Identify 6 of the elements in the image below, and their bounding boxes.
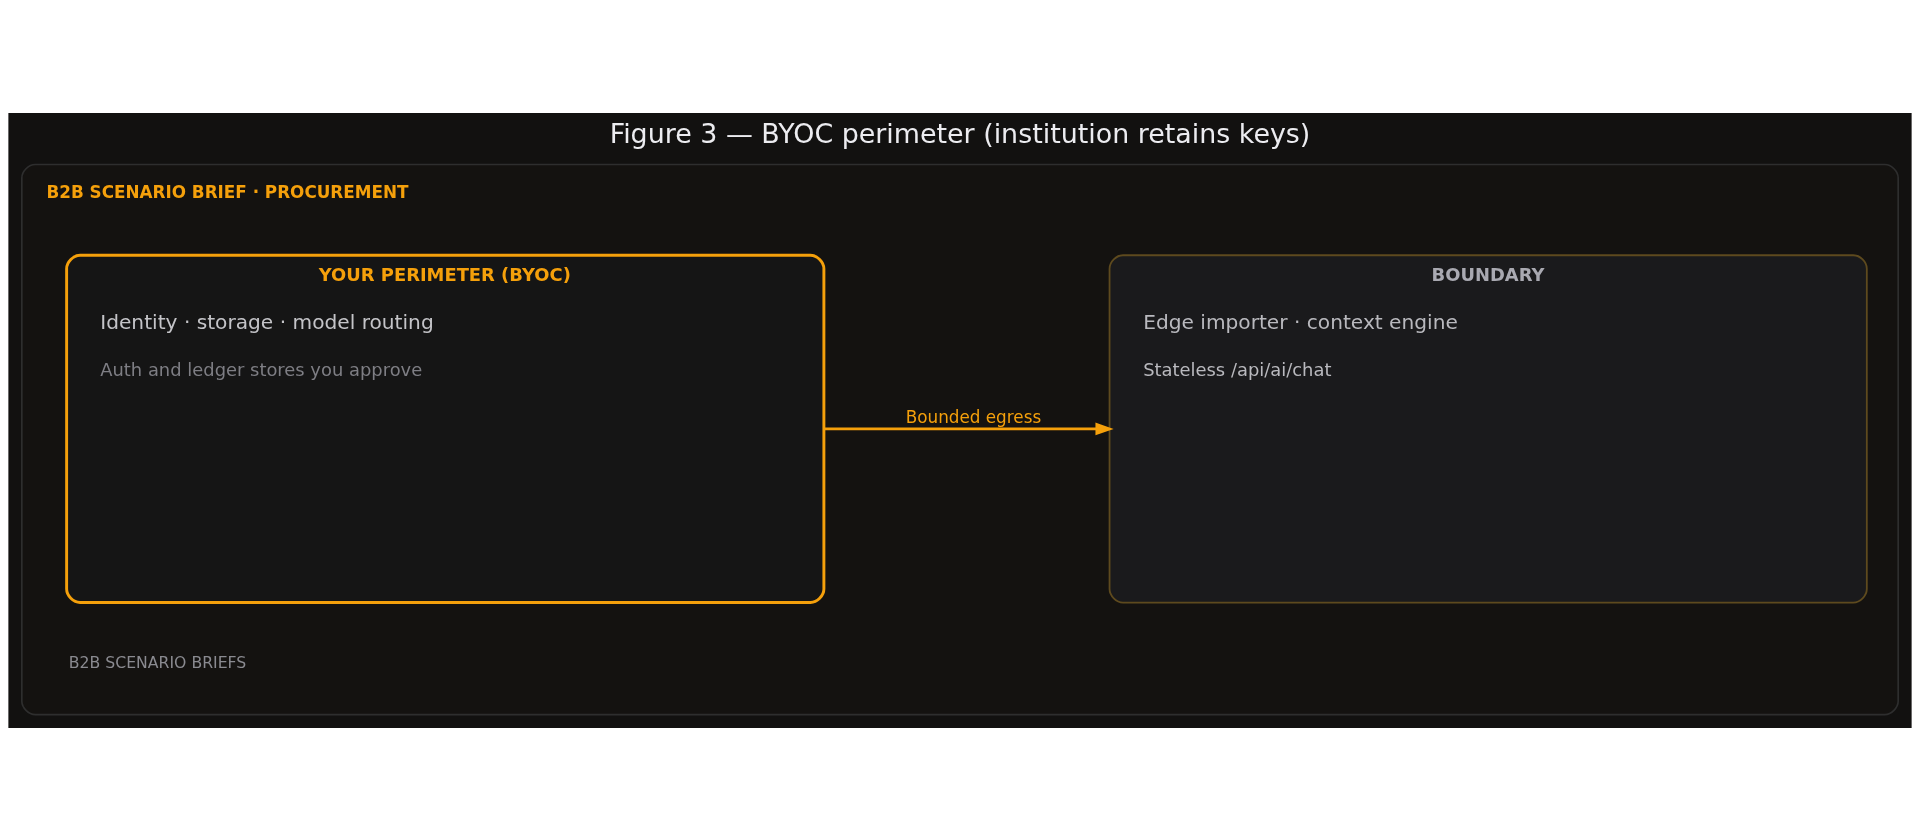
node-box: BOUNDARY Edge importer · context engine Stateless /api/ai/chat <box>1108 253 1868 603</box>
node-box: YOUR PERIMETER (BYOC) Identity · storage · model routing Auth and ledger stores you approve <box>65 253 826 604</box>
edge-label: Bounded egress <box>905 406 1042 427</box>
diagram-title: Figure 3 — BYOC perimeter (institution retains keys) <box>609 117 1311 149</box>
arrow <box>823 422 1114 435</box>
label: B2B SCENARIO BRIEFS <box>68 652 247 672</box>
